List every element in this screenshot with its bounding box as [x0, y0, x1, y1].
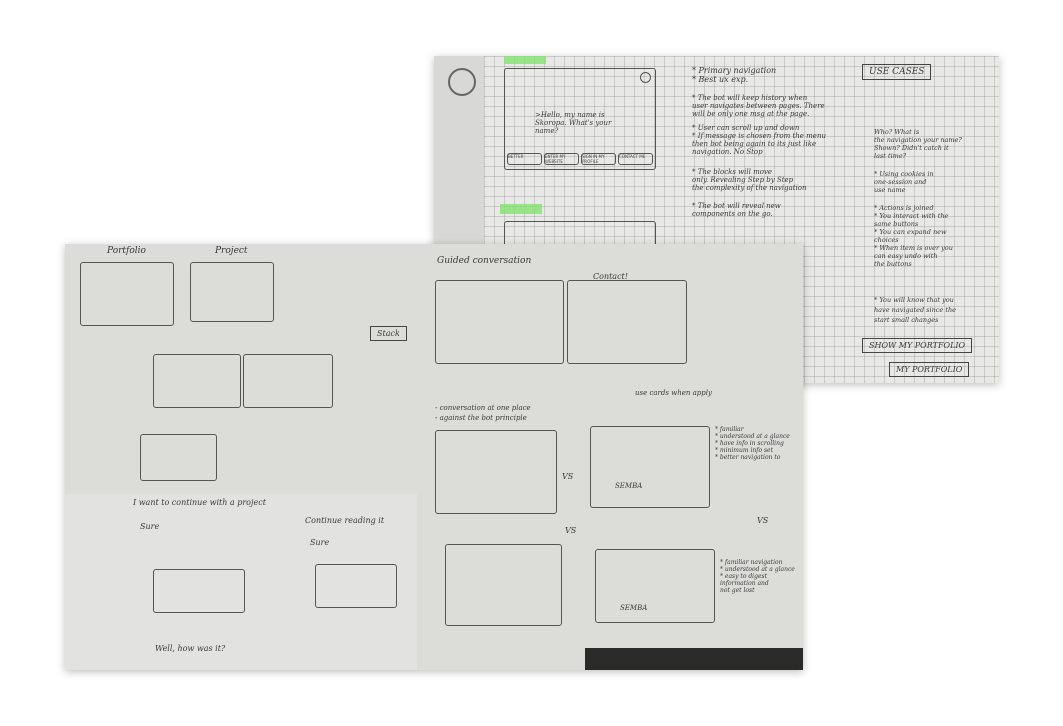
option-button: ENTER MY WEBSITE	[544, 153, 579, 165]
notes-column: * Primary navigation * Best ux exp. * Th…	[692, 66, 862, 218]
note-line: * Primary navigation	[692, 66, 777, 75]
note-line: * Best ux exp.	[692, 75, 749, 84]
vs-mark: VS	[562, 472, 574, 481]
stack-label: Stack	[370, 326, 407, 341]
note-line: * When item is over you	[874, 244, 953, 252]
note-line: choices	[874, 236, 899, 244]
conversation-title: Guided conversation	[437, 256, 532, 266]
continue-reading-label: Continue reading it	[305, 516, 385, 525]
sub-sheet: I want to continue with a project Sure W…	[65, 494, 417, 670]
feature-notes-1: * familiar * understood at a glance * ha…	[715, 426, 790, 461]
contact-label: Contact!	[593, 272, 628, 281]
note-line: * easy to digest	[720, 573, 767, 580]
note-line: information and	[720, 580, 769, 587]
portfolio-sketch	[80, 262, 174, 326]
note-line: one-session and	[874, 178, 927, 186]
vs-mark: VS	[565, 526, 577, 535]
note-line: * The bot will reveal new	[692, 202, 781, 210]
note-line: use cards when apply	[635, 389, 712, 397]
question-text: Well, how was it?	[155, 644, 226, 653]
option-button: BETTER	[507, 153, 542, 165]
note-line: * understood at a glance	[715, 433, 790, 440]
card-sketch	[595, 549, 715, 623]
project-sketch	[190, 262, 274, 322]
sketch-window	[140, 434, 217, 481]
project-label: Project	[215, 246, 248, 256]
use-cases-notes: Who? What is the navigation your name? S…	[874, 128, 994, 268]
card-sketch	[590, 426, 710, 508]
sure-text: Sure	[310, 538, 330, 547]
note-line: * familiar	[715, 426, 744, 433]
card-name: SEMBA	[620, 604, 648, 612]
show-portfolio-label: SHOW MY PORTFOLIO	[862, 338, 973, 353]
note-line: * The bot will keep history when	[692, 94, 808, 102]
circle-icon	[640, 72, 651, 83]
note-line: * User can scroll up and down	[692, 124, 800, 132]
chat-sketch	[435, 280, 564, 364]
note-line: * You can expand new	[874, 228, 947, 236]
table-surface	[585, 648, 803, 670]
sketch-window	[153, 354, 241, 408]
my-portfolio-label: MY PORTFOLIO	[889, 362, 970, 377]
note-line: then bot being again to its just like	[692, 140, 817, 148]
note-line: * You interact with the	[874, 212, 949, 220]
image-placeholder	[153, 569, 245, 613]
note-line: same buttons	[874, 220, 919, 228]
note-line: use name	[874, 186, 906, 194]
note-line: the navigation your name?	[874, 136, 962, 144]
note-line: * The blocks will move	[692, 168, 773, 176]
option-button: CONTACT ME	[618, 153, 653, 165]
use-cases-title: USE CASES	[862, 64, 932, 80]
note-line: last time?	[874, 152, 907, 160]
note-line: navigation. No Stop	[692, 148, 763, 156]
note-line: * familiar navigation	[720, 559, 783, 566]
main-sketch-sheet: Portfolio Project Stack Guided conversat…	[65, 244, 803, 670]
chat-sketch	[435, 430, 557, 514]
note-line: * understood at a glance	[720, 566, 795, 573]
note-line: * minimum info set	[715, 447, 774, 454]
vs-mark: VS	[757, 516, 769, 525]
note-line: Shown? Didn't catch it	[874, 144, 949, 152]
option-row: BETTER ENTER MY WEBSITE SIGN IN MY PROFI…	[507, 153, 653, 165]
note-line: have navigated since the	[874, 306, 956, 314]
note-line: components on the go.	[692, 210, 773, 218]
note-line: * You will know that you	[874, 296, 954, 304]
note-line: the complexity of the navigation	[692, 184, 807, 192]
note-line: * have info in scrolling	[715, 440, 784, 447]
note-line: start small changes	[874, 316, 939, 324]
note-line: only. Revealing Step by Step	[692, 176, 794, 184]
portfolio-label: Portfolio	[107, 246, 146, 256]
note-line: user navigates between pages. There	[692, 102, 825, 110]
note-line: - against the bot principle	[435, 414, 527, 422]
highlight-mark	[504, 56, 546, 64]
chat-sketch	[445, 544, 562, 626]
note-line: * If message is chosen from the menu	[692, 132, 826, 140]
image-placeholder	[315, 564, 397, 608]
note-line: will be only one msg at the page.	[692, 110, 810, 118]
sure-text: Sure	[140, 522, 160, 531]
note-line: the buttons	[874, 260, 912, 268]
note-line: - conversation at one place	[435, 404, 531, 412]
highlight-mark	[500, 204, 542, 214]
sketch-window	[243, 354, 333, 408]
note-line: Who? What is	[874, 128, 920, 136]
seal-icon	[448, 68, 476, 96]
note-line: not get lost	[720, 587, 755, 594]
chat-sketch	[567, 280, 687, 364]
feature-notes-2: * familiar navigation * understood at a …	[720, 559, 795, 594]
note-line: * better navigation to	[715, 454, 781, 461]
note-line: can easy undo with	[874, 252, 938, 260]
bubble-text: >Hello, my name is Skoropa. What's your …	[535, 111, 612, 135]
note-line: * Using cookies in	[874, 170, 934, 178]
card-name: SEMBA	[615, 482, 643, 490]
option-button: SIGN IN MY PROFILE	[581, 153, 616, 165]
note-line: * Actions is joined	[874, 204, 934, 212]
chat-wireframe: >Hello, my name is Skoropa. What's your …	[504, 68, 656, 170]
continue-project-text: I want to continue with a project	[133, 498, 266, 507]
